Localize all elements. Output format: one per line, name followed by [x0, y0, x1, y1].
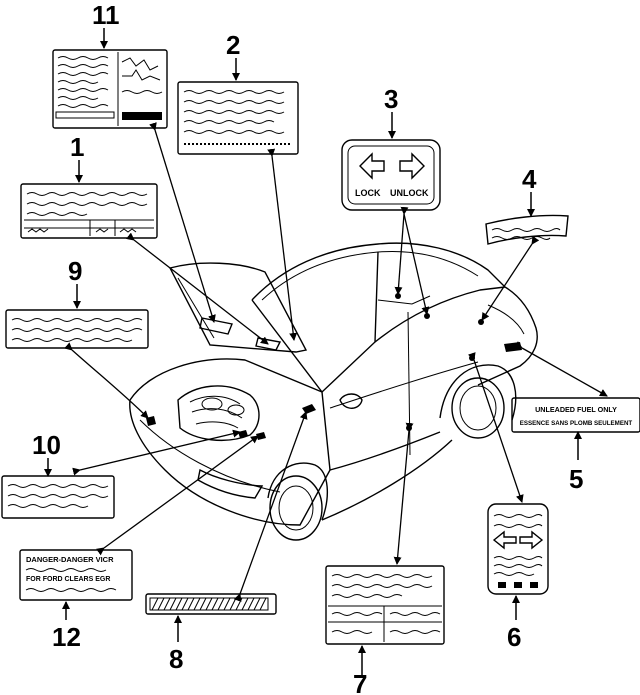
- callout-4: 4: [522, 164, 537, 194]
- leader-4: [481, 235, 540, 321]
- callout-numbers: 11 2 1 3 4 9 10 5 6 12 8 7: [32, 0, 583, 695]
- leader-6: [467, 352, 524, 503]
- label-4: [485, 214, 569, 245]
- callout-2: 2: [226, 30, 240, 60]
- label12-line1: DANGER-DANGER VICR: [26, 555, 114, 564]
- leader-5: [513, 341, 608, 397]
- label-5: UNLEADED FUEL ONLY ESSENCE SANS PLOMB SE…: [511, 397, 640, 433]
- callout-7: 7: [353, 669, 367, 695]
- callout-11: 11: [92, 0, 120, 30]
- leader-11: [149, 122, 216, 323]
- unlock-label: UNLOCK: [390, 188, 429, 198]
- lock-label: LOCK: [355, 188, 381, 198]
- leader-1: [126, 232, 269, 345]
- label-3: LOCK UNLOCK: [341, 139, 441, 211]
- callout-6: 6: [507, 622, 521, 652]
- leader-lines: [64, 122, 608, 602]
- callout-9: 9: [68, 256, 82, 286]
- unlock-arrow-icon: [399, 152, 425, 180]
- left-arrow-icon: [492, 530, 517, 550]
- label-1: [20, 183, 158, 239]
- label5-line2: ESSENCE SANS PLOMB SEULEMENT: [520, 420, 633, 427]
- leader-12: [95, 435, 259, 556]
- callout-arrows: [44, 28, 582, 676]
- lock-arrow-icon: [359, 152, 385, 180]
- callout-12: 12: [52, 622, 81, 652]
- callout-10: 10: [32, 430, 61, 460]
- label5-line1: UNLEADED FUEL ONLY: [535, 405, 617, 414]
- label-12: DANGER-DANGER VICR FOR FORD CLEARS EGR: [19, 549, 133, 601]
- leader-7: [393, 422, 414, 565]
- callout-8: 8: [169, 644, 183, 674]
- leader-8: [233, 411, 308, 602]
- callout-5: 5: [569, 464, 583, 494]
- right-arrow-icon: [519, 530, 544, 550]
- leader-3a: [394, 206, 409, 295]
- label-7: [325, 565, 445, 645]
- label-6: [487, 503, 549, 595]
- label-8: [145, 593, 277, 615]
- label-9: [5, 309, 149, 349]
- car-illustration: [129, 242, 538, 541]
- callout-1: 1: [70, 132, 84, 162]
- leader-9: [64, 342, 149, 419]
- leader-2: [267, 148, 298, 341]
- label-2: [177, 81, 299, 155]
- leader-3b: [403, 213, 430, 315]
- callout-3: 3: [384, 84, 398, 114]
- label-11: [52, 49, 168, 129]
- label-10: [1, 475, 115, 519]
- label12-line2: FOR FORD CLEARS EGR: [26, 576, 110, 583]
